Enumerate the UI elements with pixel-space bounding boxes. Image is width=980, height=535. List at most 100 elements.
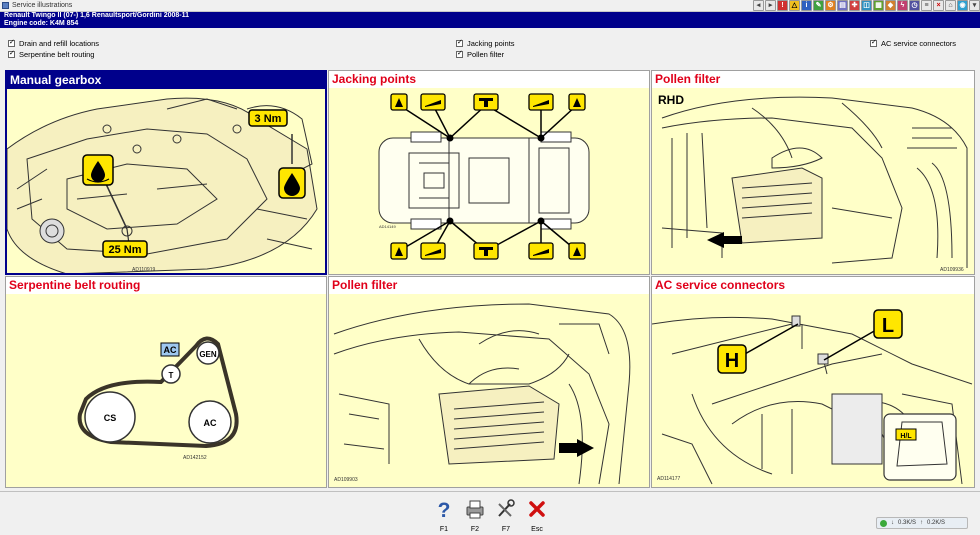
panel-title: Pollen filter	[329, 277, 649, 294]
checkbox-checked[interactable]	[870, 38, 877, 48]
option-label: Serpentine belt routing	[19, 49, 95, 59]
option-ac-service[interactable]: AC service connectors	[870, 38, 956, 48]
ac-compressor-pulley	[188, 400, 232, 444]
option-drain-refill[interactable]: Drain and refill locations	[8, 38, 99, 48]
checkbox-checked[interactable]	[8, 38, 15, 48]
tensioner-label: T	[169, 371, 174, 380]
panel-title: Serpentine belt routing	[6, 277, 326, 294]
network-status-icon	[880, 519, 887, 527]
hl-inset	[883, 413, 957, 481]
help-button[interactable]: ? F1	[430, 498, 458, 533]
upload-icon: ↑	[920, 520, 924, 526]
option-label: Drain and refill locations	[19, 38, 100, 48]
maintenance-icon[interactable]: ◆	[885, 0, 896, 11]
pollen-filter-illustration-2: AD109903	[333, 303, 631, 485]
forward-icon[interactable]: ▸	[765, 0, 776, 11]
download-rate: 0.3K/S	[898, 520, 917, 526]
home-icon[interactable]: ⌂	[945, 0, 956, 11]
panel-title: Pollen filter	[652, 71, 974, 88]
printer-icon	[466, 500, 484, 519]
window-title: Service illustrations	[12, 2, 73, 9]
h-label: H	[725, 350, 739, 372]
figure-ref: AD110919	[132, 267, 155, 273]
figure-ref: AD142152	[183, 455, 207, 461]
cs-label: CS	[104, 413, 117, 423]
escape-key: Esc	[531, 526, 543, 533]
footer-toolbar: ? F1 F2 F7 Esc	[0, 491, 980, 535]
panel-title: AC service connectors	[652, 277, 974, 294]
checkbox-checked[interactable]	[456, 49, 463, 59]
ac-tag-label: AC	[164, 345, 177, 355]
torque-label-bottom: 25 Nm	[108, 244, 141, 256]
crankshaft-pulley	[84, 391, 136, 443]
download-icon: ↓	[891, 520, 894, 526]
menu-icon[interactable]: ▾	[969, 0, 980, 11]
close-window-icon[interactable]: ×	[933, 0, 944, 11]
panel-pollen-filter-rhd[interactable]: Pollen filter RHD AD109936	[651, 70, 975, 275]
panel-title: Manual gearbox	[7, 72, 325, 89]
ac-tag	[160, 342, 180, 357]
caution-icon[interactable]: △	[789, 0, 800, 11]
parts-icon[interactable]: ▦	[873, 0, 884, 11]
warning-icon[interactable]: !	[777, 0, 788, 11]
list-icon[interactable]: ≡	[921, 0, 932, 11]
tensioner-pulley	[161, 364, 181, 384]
option-pollen-filter[interactable]: Pollen filter	[456, 49, 504, 59]
escape-button[interactable]: Esc	[523, 498, 551, 533]
oil-drain-badge	[82, 154, 114, 186]
gen-label: GEN	[199, 350, 217, 359]
print-button[interactable]: F2	[461, 498, 489, 533]
timing-icon[interactable]: ◷	[909, 0, 920, 11]
back-icon[interactable]: ◂	[753, 0, 764, 11]
arrow-icon	[707, 232, 742, 248]
belt-routing-illustration: AC GEN T CS AC AD142152	[77, 336, 239, 461]
option-serpentine-belt[interactable]: Serpentine belt routing	[8, 49, 94, 59]
settings-icon[interactable]: ⚙	[825, 0, 836, 11]
info-icon[interactable]: i	[801, 0, 812, 11]
ac-connectors-illustration: H L H/L AD114177	[652, 309, 973, 485]
tools-key: F7	[501, 526, 511, 533]
panel-serpentine-belt[interactable]: Serpentine belt routing AC GEN T CS AC A…	[5, 276, 327, 488]
help-icon: ?	[438, 499, 451, 522]
svg-text:?: ?	[438, 499, 451, 520]
panel-pollen-filter[interactable]: Pollen filter AD109903	[328, 276, 650, 488]
torque-badge-bottom	[102, 240, 148, 258]
figure-ref: AD14149	[379, 224, 396, 229]
engine-code: Engine code: K4M 854	[4, 20, 79, 27]
option-label: Jacking points	[467, 38, 515, 48]
checkbox-checked[interactable]	[8, 49, 15, 59]
tools-toolbar-icon[interactable]: ✎	[813, 0, 824, 11]
print-key: F2	[470, 526, 480, 533]
help-key: F1	[439, 526, 449, 533]
l-badge	[873, 309, 903, 339]
title-bar: Service illustrations ◂ ▸ ! △ i ✎ ⚙ ▤ ✚ …	[0, 0, 980, 12]
option-label: AC service connectors	[881, 38, 957, 48]
electrical-icon[interactable]: ϟ	[897, 0, 908, 11]
illustration-grid: Manual gearbox	[0, 68, 980, 491]
document-icon[interactable]: ▤	[837, 0, 848, 11]
h-badge	[717, 344, 747, 374]
jacking-illustration: AD14149	[378, 93, 590, 260]
diagram-icon[interactable]: ◫	[861, 0, 872, 11]
globe-icon[interactable]: ◉	[957, 0, 968, 11]
alternator-pulley	[196, 341, 220, 365]
checkbox-checked[interactable]	[456, 38, 463, 48]
panel-jacking-points[interactable]: Jacking points	[328, 70, 650, 275]
illustration-options: Drain and refill locations Serpentine be…	[0, 28, 980, 68]
l-label: L	[882, 315, 894, 337]
gearbox-illustration: 3 Nm 25 Nm AD110919	[7, 97, 318, 273]
hl-label: H/L	[900, 433, 912, 440]
repair-icon[interactable]: ✚	[849, 0, 860, 11]
figure-ref: AD109936	[940, 267, 964, 273]
panel-ac-service-connectors[interactable]: AC service connectors H	[651, 276, 975, 488]
ac-pulley-label: AC	[204, 418, 217, 428]
option-jacking-points[interactable]: Jacking points	[456, 38, 515, 48]
tools-button[interactable]: F7	[492, 498, 520, 533]
tools-icon	[498, 499, 515, 517]
panel-manual-gearbox[interactable]: Manual gearbox	[5, 70, 327, 275]
oil-fill-badge	[278, 167, 306, 199]
vehicle-header: Renault Twingo II (07-) 1,6 Renaultsport…	[0, 12, 980, 28]
app-icon	[2, 2, 9, 9]
torque-label-top: 3 Nm	[255, 113, 282, 125]
